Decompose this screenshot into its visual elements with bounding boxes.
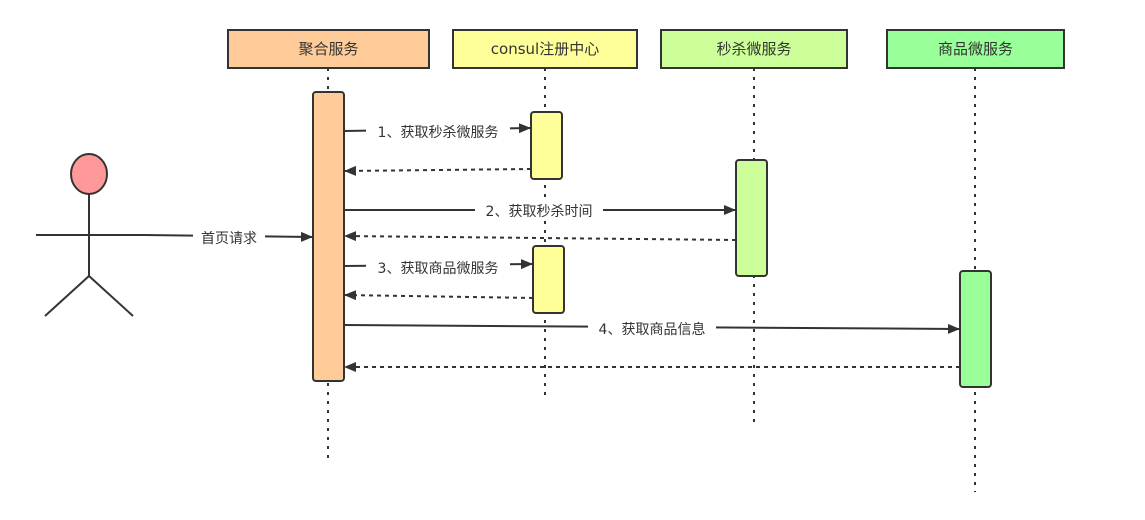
label-bg — [193, 228, 265, 246]
participant-label: 聚合服务 — [298, 40, 358, 58]
actor-user[interactable] — [36, 153, 144, 317]
return-message-1 — [344, 165, 532, 176]
activation-product — [959, 270, 992, 388]
message-label: 首页请求 — [201, 231, 257, 247]
participant-label: 商品微服务 — [938, 40, 1013, 58]
return-message-2 — [344, 231, 737, 242]
message-label: 2、获取秒杀时间 — [486, 204, 593, 220]
activation-consul-1 — [530, 111, 563, 180]
label-bg — [366, 122, 510, 140]
participant-aggregate[interactable]: 聚合服务 — [227, 29, 430, 69]
participant-label: 秒杀微服务 — [716, 40, 791, 58]
participant-box — [452, 29, 638, 69]
actor-left-leg — [44, 275, 90, 317]
participant-label: consul注册中心 — [491, 40, 599, 58]
message-1: 1、获取秒杀微服务 — [343, 122, 531, 141]
label-bg — [366, 258, 510, 276]
activation-seckill — [735, 159, 768, 277]
message-label: 1、获取秒杀微服务 — [378, 125, 499, 141]
participant-consul[interactable]: consul注册中心 — [452, 29, 638, 69]
message-4: 4、获取商品信息 — [343, 320, 960, 338]
participant-product[interactable]: 商品微服务 — [886, 29, 1065, 69]
label-bg — [588, 320, 716, 338]
message-label: 4、获取商品信息 — [599, 321, 706, 338]
label-bg — [475, 202, 603, 220]
activation-consul-2 — [532, 245, 565, 314]
message-label: 3、获取商品微服务 — [378, 261, 499, 277]
participant-box — [227, 29, 430, 69]
message-home-request: 首页请求 — [143, 228, 313, 247]
actor-right-leg — [88, 275, 134, 317]
activation-aggregate — [312, 91, 345, 382]
participant-box — [886, 29, 1065, 69]
participant-seckill[interactable]: 秒杀微服务 — [660, 29, 848, 69]
message-3: 3、获取商品微服务 — [343, 258, 533, 277]
message-2: 2、获取秒杀时间 — [344, 202, 736, 220]
actor-head — [70, 153, 108, 195]
participant-box — [660, 29, 848, 69]
return-message-3 — [344, 290, 534, 301]
